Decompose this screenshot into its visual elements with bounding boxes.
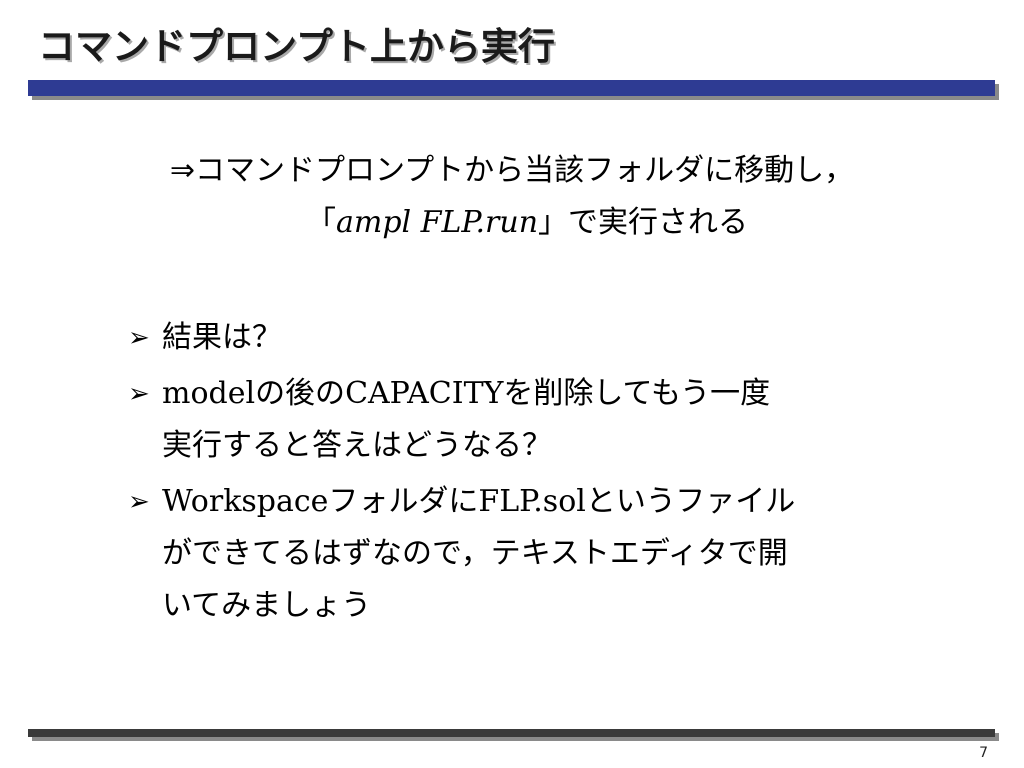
bullet-text-segment: FLP.sol [478,484,586,519]
intro-open-bracket: 「 [305,205,336,240]
bullet-text-segment: の後の [255,376,346,411]
bullet-text-segment: Workspace [162,484,329,519]
intro-text: ⇒コマンドプロンプトから当該フォルダに移動し， 「ampl FLP.run」で実… [0,145,1024,249]
bullet-text-segment: というファイル [585,484,796,519]
bullet-text-segment: 結果は？ [162,320,282,355]
bullet-text-segment: ができてるはずなので，テキストエディタで開 [162,536,788,571]
bullet-arrow-icon: ➢ [128,487,150,517]
slide-title: コマンドプロンプト上から実行 [38,25,555,68]
title-rule [28,80,995,96]
bullet-arrow-icon: ➢ [128,379,150,409]
bullet-list: ➢ 結果は？ ➢ modelの後のCAPACITYを削除してもう一度実行すると答えはど… [128,312,908,636]
bullet-item: ➢ modelの後のCAPACITYを削除してもう一度実行すると答えはどうなる？ [128,368,908,472]
bullet-arrow-icon: ➢ [128,323,150,353]
bullet-item: ➢ 結果は？ [128,312,908,364]
bullet-text-segment: 実行すると答えはどうなる？ [162,428,552,463]
intro-line-2-rest: 」で実行される [538,205,749,240]
bullet-text: 結果は？ [162,320,282,355]
intro-line-2: 「ampl FLP.run」で実行される [0,197,1024,249]
bullet-text: WorkspaceフォルダにFLP.solというファイルができてるはずなので，テ… [162,484,795,623]
bullet-text-segment: model [162,376,256,411]
bullet-item: ➢ WorkspaceフォルダにFLP.solというファイルができてるはずなので，… [128,476,908,632]
command-text: ampl FLP.run [335,205,539,240]
bullet-text-segment: CAPACITY [345,376,504,411]
bullet-text-segment: を削除してもう一度 [503,376,771,411]
footer-rule-shadow [32,733,999,741]
intro-line-1: ⇒コマンドプロンプトから当該フォルダに移動し， [169,153,855,188]
footer-rule [28,729,995,737]
bullet-text: modelの後のCAPACITYを削除してもう一度実行すると答えはどうなる？ [162,376,770,463]
bullet-text-segment: フォルダに [328,484,479,519]
bullet-text-segment: いてみましょう [162,588,372,623]
page-number: 7 [979,745,988,761]
